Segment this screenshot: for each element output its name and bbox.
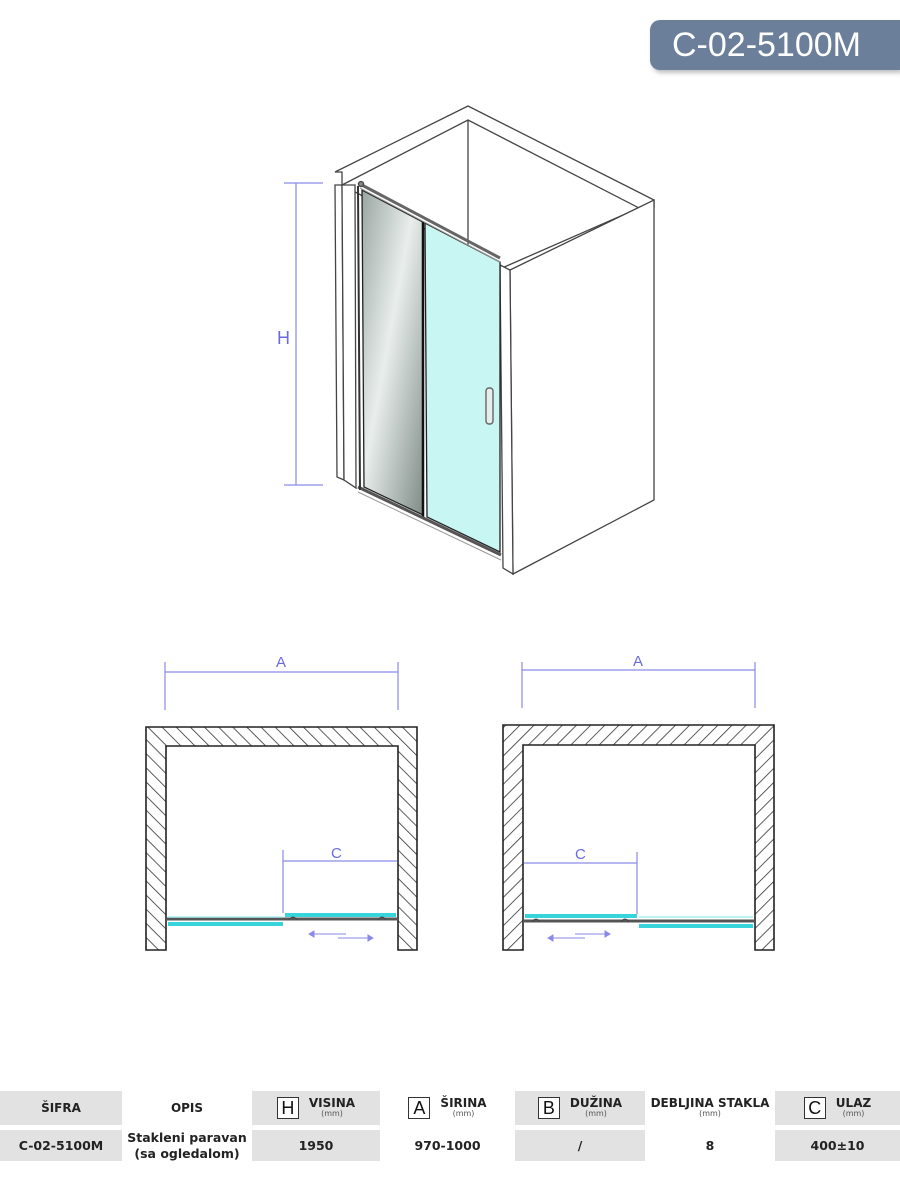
header-entry-unit: (mm) bbox=[842, 1109, 865, 1119]
description-line-2: (sa ogledalom) bbox=[134, 1145, 240, 1161]
technical-drawing: H A C bbox=[145, 105, 775, 951]
cell-thickness: 8 bbox=[645, 1130, 775, 1162]
length-letter-icon: B bbox=[537, 1097, 560, 1119]
header-entry-label: ULAZ bbox=[835, 1096, 872, 1110]
height-dimension bbox=[284, 182, 323, 486]
entry-letter-icon: C bbox=[803, 1097, 826, 1119]
plan-left-width-label: A bbox=[276, 654, 286, 671]
header-length-unit: (mm) bbox=[585, 1109, 607, 1119]
product-code-badge: C-02-5100M bbox=[650, 20, 900, 70]
header-thickness: DEBLJINA STAKLA(mm) bbox=[645, 1091, 775, 1125]
table-row: C-02-5100M Stakleni paravan (sa ogledalo… bbox=[0, 1130, 900, 1162]
header-thickness-label: DEBLJINA STAKLA bbox=[650, 1096, 770, 1110]
header-width-unit: (mm) bbox=[452, 1109, 475, 1119]
plan-right-width-label: A bbox=[633, 653, 643, 670]
header-width: A ŠIRINA(mm) bbox=[380, 1091, 515, 1125]
cell-width: 970-1000 bbox=[380, 1130, 515, 1162]
header-length-label: DUŽINA bbox=[569, 1096, 623, 1110]
specification-table: ŠIFRA OPIS H VISINA(mm) A ŠIRINA(mm) B D… bbox=[0, 1091, 900, 1162]
cell-code: C-02-5100M bbox=[0, 1130, 122, 1162]
table-header-row: ŠIFRA OPIS H VISINA(mm) A ŠIRINA(mm) B D… bbox=[0, 1091, 900, 1125]
height-label-h: H bbox=[277, 328, 290, 348]
header-code: ŠIFRA bbox=[0, 1091, 122, 1125]
height-letter-icon: H bbox=[276, 1097, 299, 1119]
header-height-unit: (mm) bbox=[321, 1109, 343, 1119]
header-thickness-unit: (mm) bbox=[699, 1109, 721, 1119]
width-letter-icon: A bbox=[408, 1097, 431, 1119]
cell-description: Stakleni paravan (sa ogledalom) bbox=[122, 1130, 252, 1162]
header-width-label: ŠIRINA bbox=[440, 1096, 487, 1110]
header-code-label: ŠIFRA bbox=[41, 1101, 81, 1115]
header-length: B DUŽINA(mm) bbox=[515, 1091, 645, 1125]
plan-left-entry-label: C bbox=[331, 845, 342, 862]
header-entry: C ULAZ(mm) bbox=[775, 1091, 900, 1125]
plan-view-left: A C bbox=[145, 654, 418, 951]
cell-length: / bbox=[515, 1130, 645, 1162]
plan-right-entry-label: C bbox=[575, 846, 586, 863]
plan-view-right: A C bbox=[502, 653, 775, 951]
cell-height: 1950 bbox=[252, 1130, 380, 1162]
isometric-view bbox=[334, 105, 655, 576]
header-description: OPIS bbox=[122, 1091, 252, 1125]
description-line-1: Stakleni paravan bbox=[127, 1130, 247, 1145]
header-height: H VISINA(mm) bbox=[252, 1091, 380, 1125]
header-description-label: OPIS bbox=[170, 1101, 204, 1115]
cell-entry: 400±10 bbox=[775, 1130, 900, 1162]
header-height-label: VISINA bbox=[308, 1096, 356, 1110]
